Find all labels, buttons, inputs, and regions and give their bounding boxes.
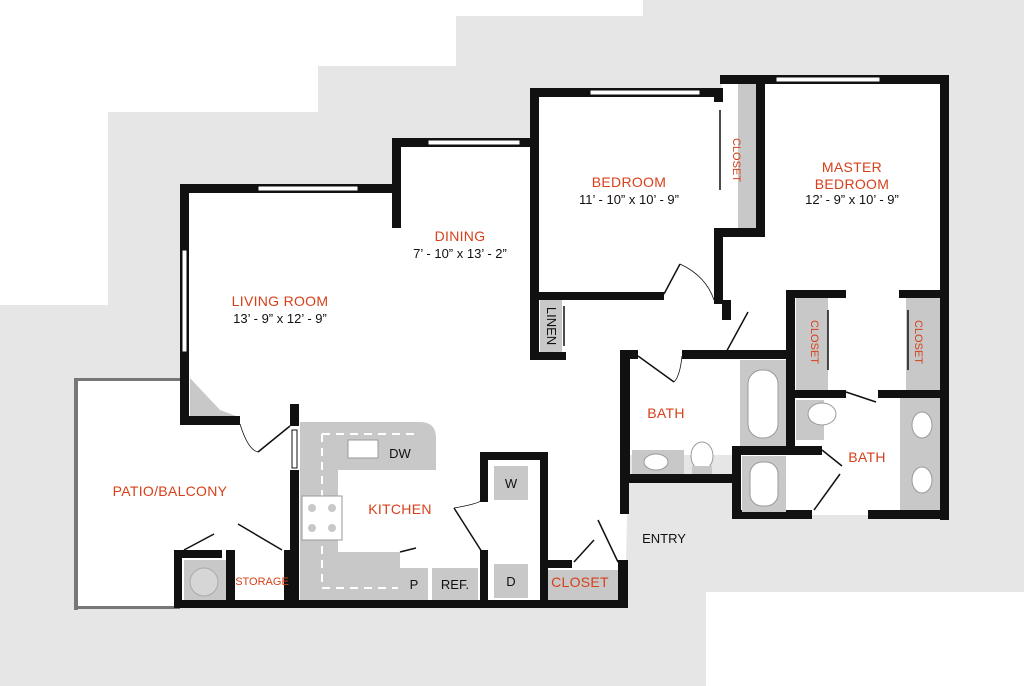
toilet-master (807, 402, 837, 426)
walls (174, 75, 949, 608)
refrigerator (432, 568, 478, 600)
dryer-label: D (506, 574, 515, 589)
dryer (494, 564, 528, 598)
patio-railing (74, 378, 78, 610)
linen-label: LINEN (544, 307, 559, 345)
closet-master-right-label: CLOSET (912, 320, 924, 364)
entry-label: ENTRY (642, 531, 686, 546)
pantry-label: P (410, 577, 419, 592)
closet-bedroom-label: CLOSET (730, 138, 742, 182)
master-bedroom-label-line2: BEDROOM (815, 176, 889, 192)
pantry (400, 568, 428, 600)
window-patio-door (291, 429, 298, 469)
window-master (775, 76, 881, 83)
washer-label: W (505, 476, 518, 491)
entry-closet-shelf (548, 570, 618, 600)
window-living (257, 185, 359, 192)
windows (181, 76, 881, 469)
sink (347, 439, 379, 459)
doors (183, 110, 909, 563)
dishwasher (384, 440, 424, 468)
dining-label: DINING (435, 228, 486, 244)
dining-dims: 7’ - 10” x 13’ - 2” (413, 246, 507, 261)
storage-label: STORAGE (235, 576, 289, 588)
toilet-hall (690, 441, 714, 471)
bath-master-label: BATH (848, 449, 886, 465)
patio-label: PATIO/BALCONY (113, 483, 228, 499)
closet-shelf-master-left (796, 298, 828, 390)
living-room-dims: 13’ - 9” x 12’ - 9” (233, 311, 327, 326)
stove (301, 495, 343, 541)
kitchen-label: KITCHEN (368, 501, 432, 517)
bedroom-dims: 11’ - 10” x 10’ - 9” (579, 192, 679, 207)
window-dining (427, 139, 521, 146)
fixtures (184, 84, 940, 600)
window-living-side (181, 249, 188, 353)
master-bedroom-label-line1: MASTER (822, 159, 882, 175)
fridge-label: REF. (441, 577, 469, 592)
bath-hall-label: BATH (647, 405, 685, 421)
living-room-label: LIVING ROOM (232, 293, 329, 309)
fireplace (190, 378, 236, 416)
linen-shelf (540, 300, 562, 352)
master-bedroom-dims: 12’ - 9” x 10’ - 9” (805, 192, 899, 207)
washer (494, 466, 528, 500)
window-bedroom (589, 89, 701, 96)
closet-master-left-label: CLOSET (808, 320, 820, 364)
labels: LIVING ROOM 13’ - 9” x 12’ - 9” DINING 7… (113, 138, 924, 592)
bedroom-label: BEDROOM (592, 174, 666, 190)
closet-shelf-bedroom (738, 84, 756, 228)
outside-notch (706, 592, 1024, 686)
entry-closet-label: CLOSET (551, 574, 609, 590)
patio-railing-top (74, 378, 182, 381)
dishwasher-label: DW (389, 446, 411, 461)
closet-shelf-master-right (906, 298, 940, 390)
patio-railing-bottom (74, 606, 180, 609)
